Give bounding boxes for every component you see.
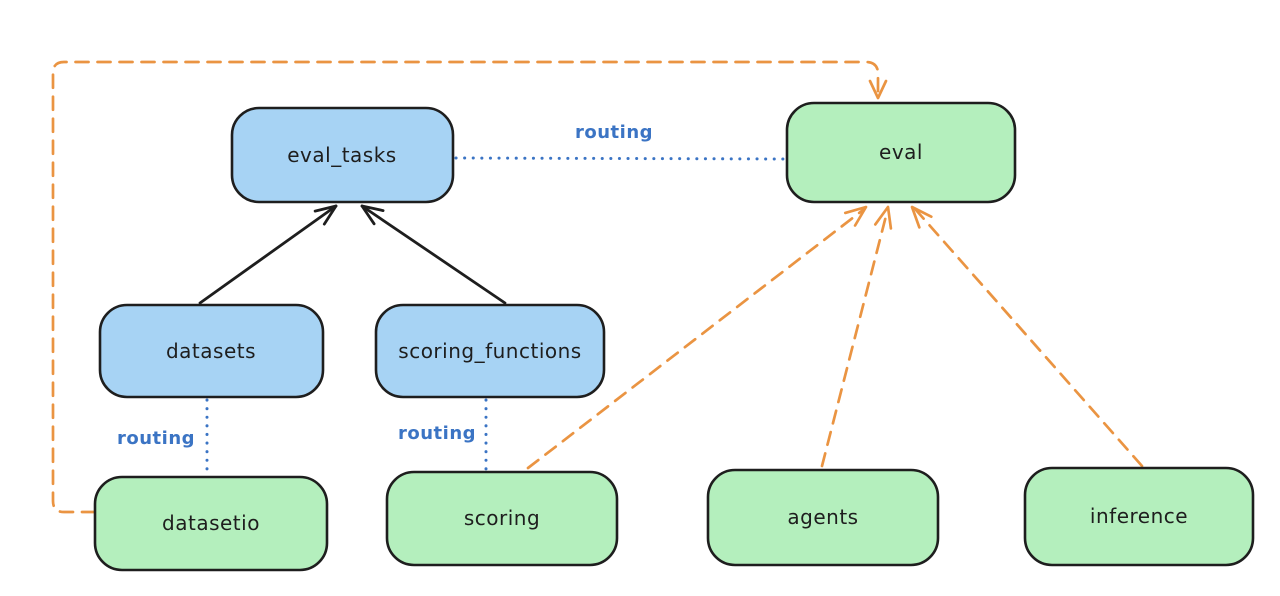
node-datasetio-shape <box>93 475 329 572</box>
edge-datasets-eval_tasks-path <box>198 204 338 305</box>
edge-scoring_functions-eval_tasks-path <box>360 204 507 305</box>
arrowhead-scoring-eval-icon <box>843 205 868 227</box>
edge-inference-eval <box>910 205 1144 468</box>
node-scoring: scoring <box>385 470 619 567</box>
routing-line-eval_tasks-eval <box>454 156 787 161</box>
node-agents: agents <box>706 468 940 567</box>
node-inference-shape <box>1023 466 1255 567</box>
node-scoring_functions: scoring_functions <box>374 303 606 399</box>
node-eval_tasks-shape <box>230 106 455 204</box>
node-agents-shape <box>706 468 940 567</box>
node-eval_tasks: eval_tasks <box>230 106 455 204</box>
edge-datasets-datasetio-routing: routing <box>117 398 209 476</box>
arrowhead-datasets-eval_tasks-icon <box>313 204 338 226</box>
routing-label-scoring_functions-scoring: routing <box>398 423 476 444</box>
node-scoring_functions-label: scoring_functions <box>398 339 581 363</box>
edge-scoring_functions-scoring-routing: routing <box>398 398 488 471</box>
node-eval-shape <box>785 101 1017 204</box>
node-datasets-shape <box>98 303 325 399</box>
node-scoring-shape <box>385 470 619 567</box>
arrowhead-scoring_functions-eval_tasks-icon <box>360 204 385 226</box>
routing-label-datasets-datasetio: routing <box>117 428 195 449</box>
node-datasetio-label: datasetio <box>162 511 260 535</box>
node-eval_tasks-label: eval_tasks <box>287 143 396 167</box>
edge-eval_tasks-eval-routing: routing <box>454 122 787 161</box>
arrowhead-into-eval-top-icon <box>868 79 888 100</box>
node-eval: eval <box>785 101 1017 204</box>
arrowhead-inference-eval-icon <box>910 205 933 229</box>
node-datasets: datasets <box>98 303 325 399</box>
edge-scoring_functions-eval_tasks <box>360 204 507 305</box>
node-agents-label: agents <box>787 505 858 529</box>
routing-label-eval_tasks-eval: routing <box>575 122 653 143</box>
edge-agents-eval-path <box>820 210 889 468</box>
edge-datasetio-eval-path <box>51 60 880 514</box>
node-eval-label: eval <box>879 140 923 164</box>
node-datasets-label: datasets <box>166 339 256 363</box>
node-datasetio: datasetio <box>93 475 329 572</box>
node-scoring_functions-shape <box>374 303 606 399</box>
node-scoring-label: scoring <box>464 506 540 530</box>
edge-scoring-eval <box>526 205 868 470</box>
edge-datasets-eval_tasks <box>198 204 338 305</box>
arrowhead-agents-eval-icon <box>873 205 893 230</box>
edge-agents-eval <box>820 205 893 468</box>
node-inference: inference <box>1023 466 1255 567</box>
node-inference-label: inference <box>1090 504 1188 528</box>
edge-inference-eval-path <box>914 208 1144 468</box>
edge-scoring-eval-path <box>526 208 865 470</box>
edge-datasetio-eval <box>51 60 888 514</box>
